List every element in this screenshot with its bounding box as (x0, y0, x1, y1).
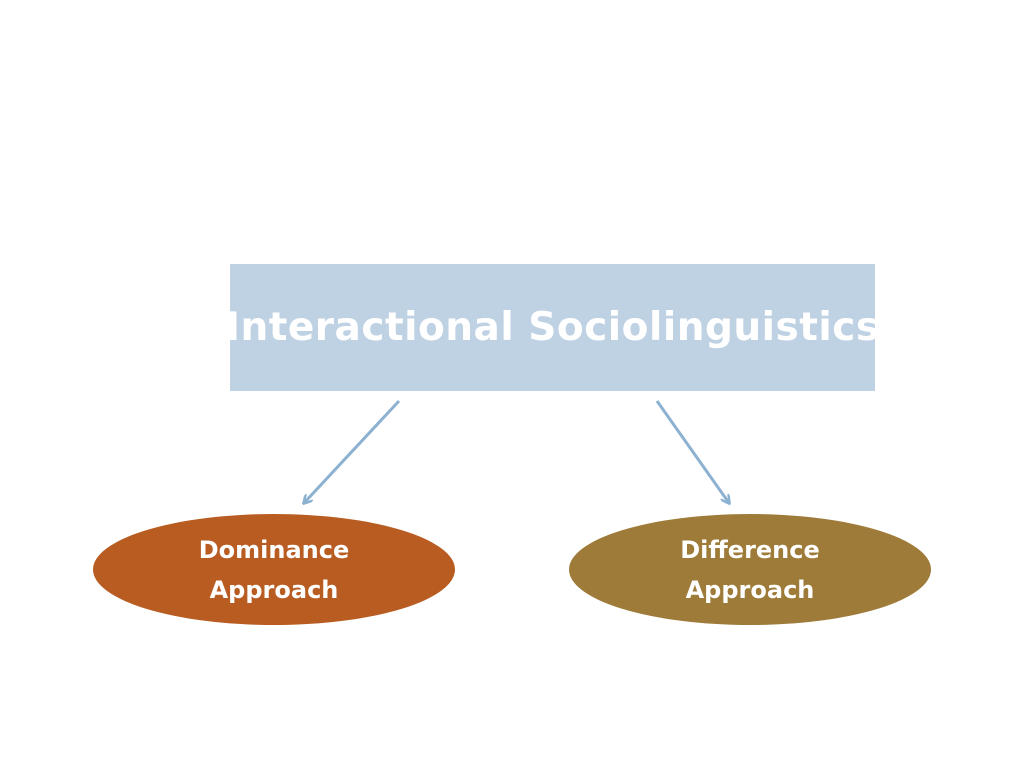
difference-label-line2: Approach (685, 575, 815, 604)
root-node-box: Interactional Sociolinguistics (225, 264, 879, 391)
arrow-to-difference (655, 400, 729, 503)
dominance-approach-node: Dominance Approach (93, 514, 455, 625)
difference-approach-node: Difference Approach (569, 514, 931, 625)
dominance-label-line2: Approach (209, 575, 339, 604)
dominance-label-line1: Dominance (198, 535, 350, 564)
root-node-label: Interactional Sociolinguistics (225, 305, 880, 350)
arrow-to-dominance (304, 399, 401, 503)
difference-label-line1: Difference (680, 535, 820, 564)
